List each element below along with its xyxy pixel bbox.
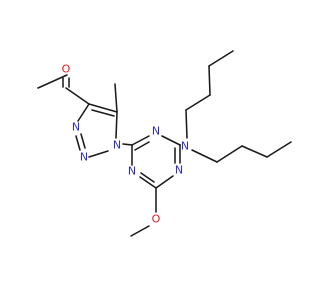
bond-butyl2-4 [266, 141, 292, 158]
bond-acetyl-methyl [37, 74, 68, 89]
bond-tz-c1-ntop [131, 135, 150, 146]
bond-acetyl-ring [65, 87, 90, 105]
bond-tz-nright-c3 [155, 175, 174, 189]
atom-triazole-n1: N [113, 139, 121, 152]
bond-c4-n3 [77, 103, 90, 122]
bond-tz-c3-nleft-double [140, 172, 155, 183]
bond-methoxy-o-methyl [130, 225, 150, 237]
bond-c4-c5-double [91, 109, 115, 117]
bond-group [37, 50, 292, 237]
molecule-structure-diagram: O N N N N N N N O [37, 50, 292, 237]
bond-butyl1-3 [208, 65, 211, 96]
bond-c5-methyl [114, 83, 118, 113]
atom-triazine-n-left: N [128, 165, 136, 178]
bond-butyl2-2 [216, 145, 243, 163]
atom-carbonyl-oxygen: O [62, 63, 71, 76]
atom-label-group: O N N N N N N N O [62, 63, 189, 226]
bond-butyl1-1 [185, 109, 188, 139]
bond-n2-n1 [88, 150, 109, 158]
bond-butyl1-4 [208, 50, 234, 67]
bond-butyl2-3 [241, 145, 268, 158]
bond-tz-c1-ntop-double [134, 141, 150, 151]
bond-c4-c5 [88, 103, 118, 113]
bond-n3-n2-b [80, 133, 86, 149]
atom-triazine-n-top: N [152, 125, 160, 138]
atom-amine-nitrogen: N [181, 140, 189, 153]
bond-n3-n2-a [75, 135, 81, 151]
atom-triazine-n-right: N [175, 164, 183, 177]
bond-c5-n1 [115, 111, 118, 139]
bond-butyl1-2 [185, 94, 211, 111]
bond-n1-triazine [122, 143, 133, 146]
bond-butyl2-1 [191, 149, 218, 163]
atom-triazole-n3: N [72, 121, 80, 134]
bond-tz-ntop-c2 [161, 135, 181, 146]
atom-methoxy-oxygen: O [152, 213, 161, 226]
bond-tz-c3-nleft [139, 176, 157, 189]
atom-triazole-n2: N [80, 151, 88, 164]
